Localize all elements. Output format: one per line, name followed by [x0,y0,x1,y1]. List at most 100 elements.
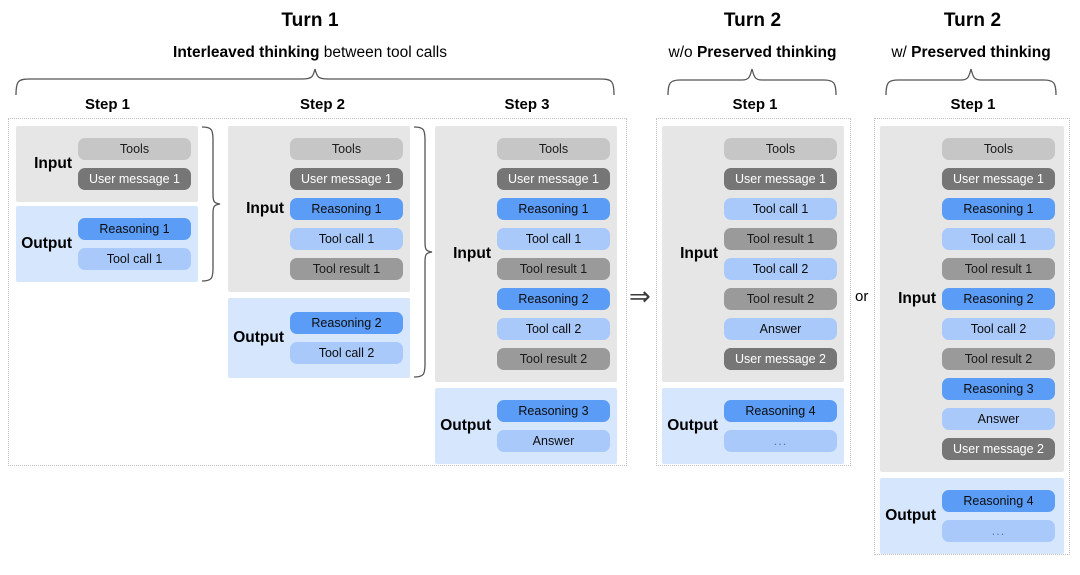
step-title-t1s1: Step 1 [84,96,130,113]
pill-toolresult: Tool result 1 [497,258,610,280]
pill-toolcall: Tool call 1 [942,228,1055,250]
turn1-subtitle: Interleaved thinking between tool calls [0,44,620,62]
pill-toolresult: Tool result 1 [290,258,403,280]
pill-ellipsis: ... [942,520,1055,542]
pill-reasoning: Reasoning 1 [497,198,610,220]
t1s1-output-pills: Reasoning 1 Tool call 1 [78,218,191,270]
pill-reasoning: Reasoning 2 [497,288,610,310]
turn1-brace-icon [15,68,615,96]
t2wo-output-block: Output Reasoning 4... [662,388,844,464]
pill-toolresult: Tool result 1 [942,258,1055,280]
turn2-w-subtitle-pre: w/ [891,44,912,61]
pill-toolcall: Tool call 2 [942,318,1055,340]
pill-usermsg: User message 1 [724,168,837,190]
t1s3-input-label: Input [453,245,491,262]
pill-tools: Tools [78,138,191,160]
pill-toolresult: Tool result 2 [724,288,837,310]
turn2-wo-subtitle-bold: Preserved thinking [696,44,837,61]
t2w-output-label: Output [885,507,936,524]
step-title-t1s2: Step 2 [299,96,345,113]
turn2-wo-subtitle-pre: w/o [668,44,697,61]
pill-toolcall: Tool call 1 [497,228,610,250]
pill-toolcall: Tool call 2 [497,318,610,340]
step-title-t2w: Step 1 [950,96,996,113]
pill-answer: Answer [497,430,610,452]
t2wo-output-pills: Reasoning 4... [724,400,837,452]
t1s2-output-label: Output [233,329,284,346]
pill-usermsg: User message 1 [497,168,610,190]
or-separator: or [855,288,869,305]
pill-usermsg: User message 1 [78,168,191,190]
pill-toolcall: Tool call 1 [78,248,191,270]
t1s2-output-block: Output Reasoning 2 Tool call 2 [228,298,410,378]
pill-toolresult: Tool result 2 [497,348,610,370]
turn1-title: Turn 1 [281,10,339,31]
pill-answer: Answer [724,318,837,340]
pill-reasoning: Reasoning 2 [942,288,1055,310]
t2w-input-label: Input [898,290,936,307]
turn2-wo-region [656,118,851,466]
turn1-region [8,118,627,466]
pill-usermsg: User message 1 [290,168,403,190]
turn1-subtitle-rest: between tool calls [319,44,447,61]
pill-tools: Tools [290,138,403,160]
pill-reasoning: Reasoning 1 [78,218,191,240]
turn2-w-subtitle: w/ Preserved thinking [860,44,1080,62]
turn1-subtitle-bold: Interleaved thinking [173,44,320,61]
t2w-output-pills: Reasoning 4... [942,490,1055,542]
pill-usermsg: User message 1 [942,168,1055,190]
turn2-w-brace-icon [885,68,1057,96]
pill-usermsg: User message 2 [942,438,1055,460]
t1s3-output-pills: Reasoning 3 Answer [497,400,610,452]
pill-toolcall: Tool call 2 [290,342,403,364]
pill-toolresult: Tool result 2 [942,348,1055,370]
t1s3-output-block: Output Reasoning 3 Answer [435,388,617,464]
pill-reasoning: Reasoning 4 [724,400,837,422]
t1s1-output-block: Output Reasoning 1 Tool call 1 [16,206,198,282]
t2wo-input-label: Input [680,245,718,262]
pill-reasoning: Reasoning 3 [942,378,1055,400]
step-title-t2wo: Step 1 [732,96,778,113]
pill-reasoning: Reasoning 3 [497,400,610,422]
t2w-output-block: Output Reasoning 4... [880,478,1064,554]
t1s1-output-label: Output [21,235,72,252]
pill-tools: Tools [497,138,610,160]
turn2-w-subtitle-bold: Preserved thinking [911,44,1051,61]
pill-answer: Answer [942,408,1055,430]
pill-reasoning: Reasoning 1 [942,198,1055,220]
step-title-t1s3: Step 3 [504,96,550,113]
pill-ellipsis: ... [724,430,837,452]
turn2-wo-subtitle: w/o Preserved thinking [640,44,865,62]
pill-reasoning: Reasoning 1 [290,198,403,220]
t1s1-input-label: Input [34,155,72,172]
pill-toolcall: Tool call 2 [724,258,837,280]
step2-to-step3-brace-icon [413,126,433,378]
turn2-wo-title: Turn 2 [723,10,782,31]
pill-reasoning: Reasoning 4 [942,490,1055,512]
pill-toolcall: Tool call 1 [724,198,837,220]
pill-reasoning: Reasoning 2 [290,312,403,334]
pill-toolcall: Tool call 1 [290,228,403,250]
turn2-w-region [874,118,1070,555]
turn2-wo-brace-icon [667,68,837,96]
t1s3-output-label: Output [440,417,491,434]
t2wo-output-label: Output [667,417,718,434]
t1s2-input-label: Input [246,200,284,217]
t1s2-output-pills: Reasoning 2 Tool call 2 [290,312,403,364]
pill-tools: Tools [942,138,1055,160]
flow-arrow-icon: ⇒ [629,281,651,311]
pill-toolresult: Tool result 1 [724,228,837,250]
turn2-w-title: Turn 2 [943,10,1002,31]
step1-to-step2-brace-icon [201,126,221,282]
pill-usermsg: User message 2 [724,348,837,370]
